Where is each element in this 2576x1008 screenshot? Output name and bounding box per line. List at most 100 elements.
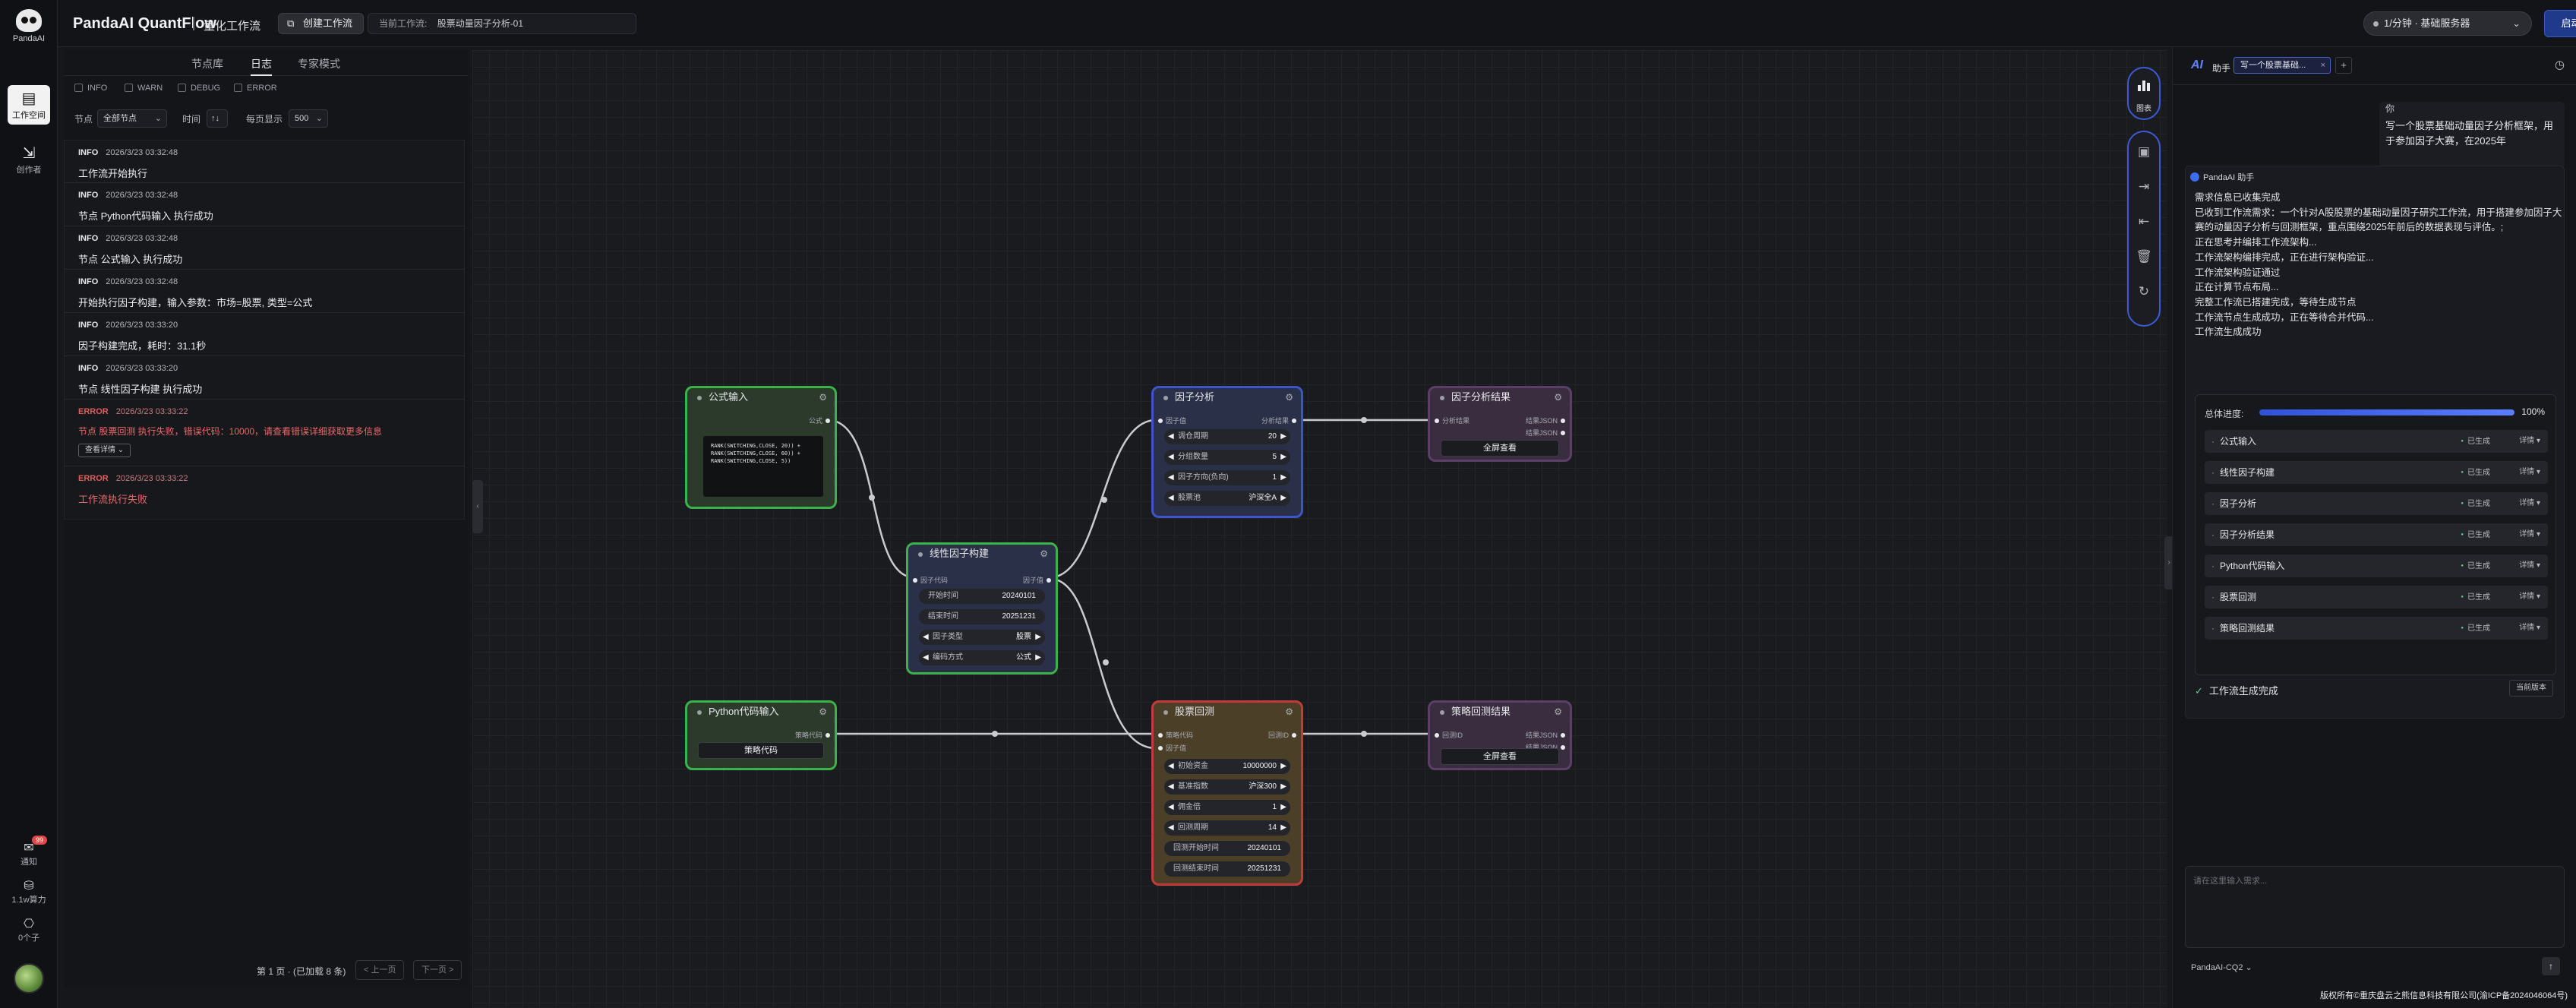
- level-checkbox-debug[interactable]: DEBUG: [178, 84, 220, 93]
- fullscreen-view-button[interactable]: 全屏查看: [1441, 748, 1559, 765]
- arrow-right-icon[interactable]: ▶: [1280, 432, 1286, 441]
- node-backtest-result[interactable]: 策略回测结果⚙ 回测ID 结果JSON 结果JSON 全屏查看: [1428, 700, 1572, 770]
- param-factor-type[interactable]: ◀因子类型股票▶: [919, 630, 1045, 645]
- step-item[interactable]: 因子分析结果已生成详情 ▾: [2205, 523, 2548, 546]
- output-port[interactable]: 结果JSON: [1526, 428, 1568, 438]
- level-checkbox-warn[interactable]: WARN: [125, 84, 163, 93]
- step-item[interactable]: 线性因子构建已生成详情 ▾: [2205, 461, 2548, 484]
- current-version-button[interactable]: 当前版本: [2509, 680, 2553, 697]
- tab-expert-mode[interactable]: 专家模式: [298, 58, 340, 70]
- view-detail-button[interactable]: 查看详情 ⌄: [78, 444, 131, 457]
- fullscreen-view-button[interactable]: 全屏查看: [1441, 440, 1559, 457]
- node-settings-icon[interactable]: ⚙: [1040, 548, 1048, 559]
- tab-logs[interactable]: 日志: [251, 56, 272, 76]
- node-settings-icon[interactable]: ⚙: [1285, 392, 1293, 403]
- input-port[interactable]: 回测ID: [1432, 730, 1463, 740]
- arrow-left-icon[interactable]: ◀: [1168, 762, 1174, 770]
- param-factor-direction[interactable]: ◀因子方向(负向)1▶: [1164, 470, 1290, 485]
- arrow-right-icon[interactable]: ▶: [1280, 803, 1286, 811]
- close-icon[interactable]: ×: [2320, 61, 2325, 70]
- arrow-right-icon[interactable]: ▶: [1035, 633, 1041, 641]
- arrow-right-icon[interactable]: ▶: [1280, 782, 1286, 791]
- import-icon[interactable]: ⇤: [2138, 214, 2150, 229]
- create-workflow-button[interactable]: ⧉ 创建工作流: [278, 13, 365, 34]
- chart-toggle-button[interactable]: 图表: [2127, 67, 2161, 120]
- current-workflow-field[interactable]: 当前工作流: 股票动量因子分析-01: [368, 13, 636, 34]
- per-page-select[interactable]: 500⌄: [289, 109, 328, 128]
- history-icon[interactable]: ◷: [2554, 58, 2565, 71]
- arrow-left-icon[interactable]: ◀: [1168, 803, 1174, 811]
- step-detail-button[interactable]: 详情 ▾: [2519, 592, 2540, 601]
- step-detail-button[interactable]: 详情 ▾: [2519, 561, 2540, 570]
- arrow-left-icon[interactable]: ◀: [1168, 782, 1174, 791]
- step-item[interactable]: 公式输入已生成详情 ▾: [2205, 430, 2548, 453]
- output-port[interactable]: 因子值: [1023, 575, 1054, 585]
- arrow-right-icon[interactable]: ▶: [1280, 823, 1286, 832]
- node-python-input[interactable]: Python代码输入⚙ 策略代码 策略代码: [685, 700, 837, 770]
- param-stock-pool[interactable]: ◀股票池沪深全A▶: [1164, 491, 1290, 506]
- arrow-right-icon[interactable]: ▶: [1280, 494, 1286, 502]
- model-select[interactable]: PandaAI-CQ2 ⌄: [2191, 963, 2252, 972]
- arrow-right-icon[interactable]: ▶: [1280, 473, 1286, 482]
- step-detail-button[interactable]: 详情 ▾: [2519, 499, 2540, 507]
- node-settings-icon[interactable]: ⚙: [819, 706, 827, 717]
- save-icon[interactable]: ▣: [2137, 144, 2151, 159]
- step-detail-button[interactable]: 详情 ▾: [2519, 624, 2540, 632]
- start-workflow-button[interactable]: 启动工作流: [2544, 10, 2576, 37]
- node-settings-icon[interactable]: ⚙: [1554, 706, 1562, 717]
- input-port[interactable]: 因子代码: [910, 575, 948, 585]
- arrow-right-icon[interactable]: ▶: [1280, 453, 1286, 461]
- output-port[interactable]: 分析结果: [1261, 416, 1299, 425]
- rail-notification[interactable]: ✉ 99 通知: [5, 836, 53, 867]
- node-formula-input[interactable]: 公式输入⚙ 公式 RANK(SWITCHING,CLOSE, 20)) + RA…: [685, 386, 837, 509]
- collapse-left-panel-handle[interactable]: ‹: [472, 480, 483, 533]
- param-encoding[interactable]: ◀编码方式公式▶: [919, 650, 1045, 665]
- output-port[interactable]: 回测ID: [1268, 730, 1299, 740]
- workflow-canvas[interactable]: ‹ ›: [472, 50, 2174, 1008]
- step-detail-button[interactable]: 详情 ▾: [2519, 530, 2540, 539]
- param-benchmark[interactable]: ◀基准指数沪深300▶: [1164, 779, 1290, 795]
- new-chat-button[interactable]: +: [2335, 57, 2352, 74]
- send-button[interactable]: ↑: [2542, 957, 2560, 975]
- input-port[interactable]: 因子值: [1155, 743, 1186, 753]
- next-page-button[interactable]: 下一页 >: [413, 960, 462, 980]
- arrow-left-icon[interactable]: ◀: [1168, 453, 1174, 461]
- node-settings-icon[interactable]: ⚙: [1554, 392, 1562, 403]
- output-port[interactable]: 结果JSON: [1526, 416, 1568, 425]
- node-factor-result[interactable]: 因子分析结果⚙ 分析结果 结果JSON 结果JSON 全屏查看: [1428, 386, 1572, 462]
- step-detail-button[interactable]: 详情 ▾: [2519, 468, 2540, 476]
- refresh-icon[interactable]: ↻: [2138, 284, 2150, 299]
- prev-page-button[interactable]: < 上一页: [355, 960, 405, 980]
- chat-input[interactable]: 请在这里输入需求...: [2185, 866, 2565, 948]
- avatar[interactable]: [14, 963, 44, 994]
- export-icon[interactable]: ⇥: [2138, 179, 2150, 194]
- input-port[interactable]: 因子值: [1155, 416, 1186, 425]
- step-item[interactable]: 策略回测结果已生成详情 ▾: [2205, 617, 2548, 640]
- level-checkbox-info[interactable]: INFO: [74, 84, 107, 93]
- arrow-right-icon[interactable]: ▶: [1035, 653, 1041, 662]
- strategy-code-button[interactable]: 策略代码: [698, 742, 824, 759]
- chat-tab[interactable]: 写一个股票基础...×: [2233, 57, 2331, 74]
- rail-item-workspace[interactable]: ▤ 工作空间: [8, 85, 50, 125]
- node-settings-icon[interactable]: ⚙: [819, 392, 827, 403]
- arrow-left-icon[interactable]: ◀: [1168, 473, 1174, 482]
- input-port[interactable]: 策略代码: [1155, 730, 1193, 740]
- input-port[interactable]: 分析结果: [1432, 416, 1470, 425]
- rail-coins[interactable]: ⎔ 0个子: [5, 916, 53, 943]
- arrow-left-icon[interactable]: ◀: [923, 633, 929, 641]
